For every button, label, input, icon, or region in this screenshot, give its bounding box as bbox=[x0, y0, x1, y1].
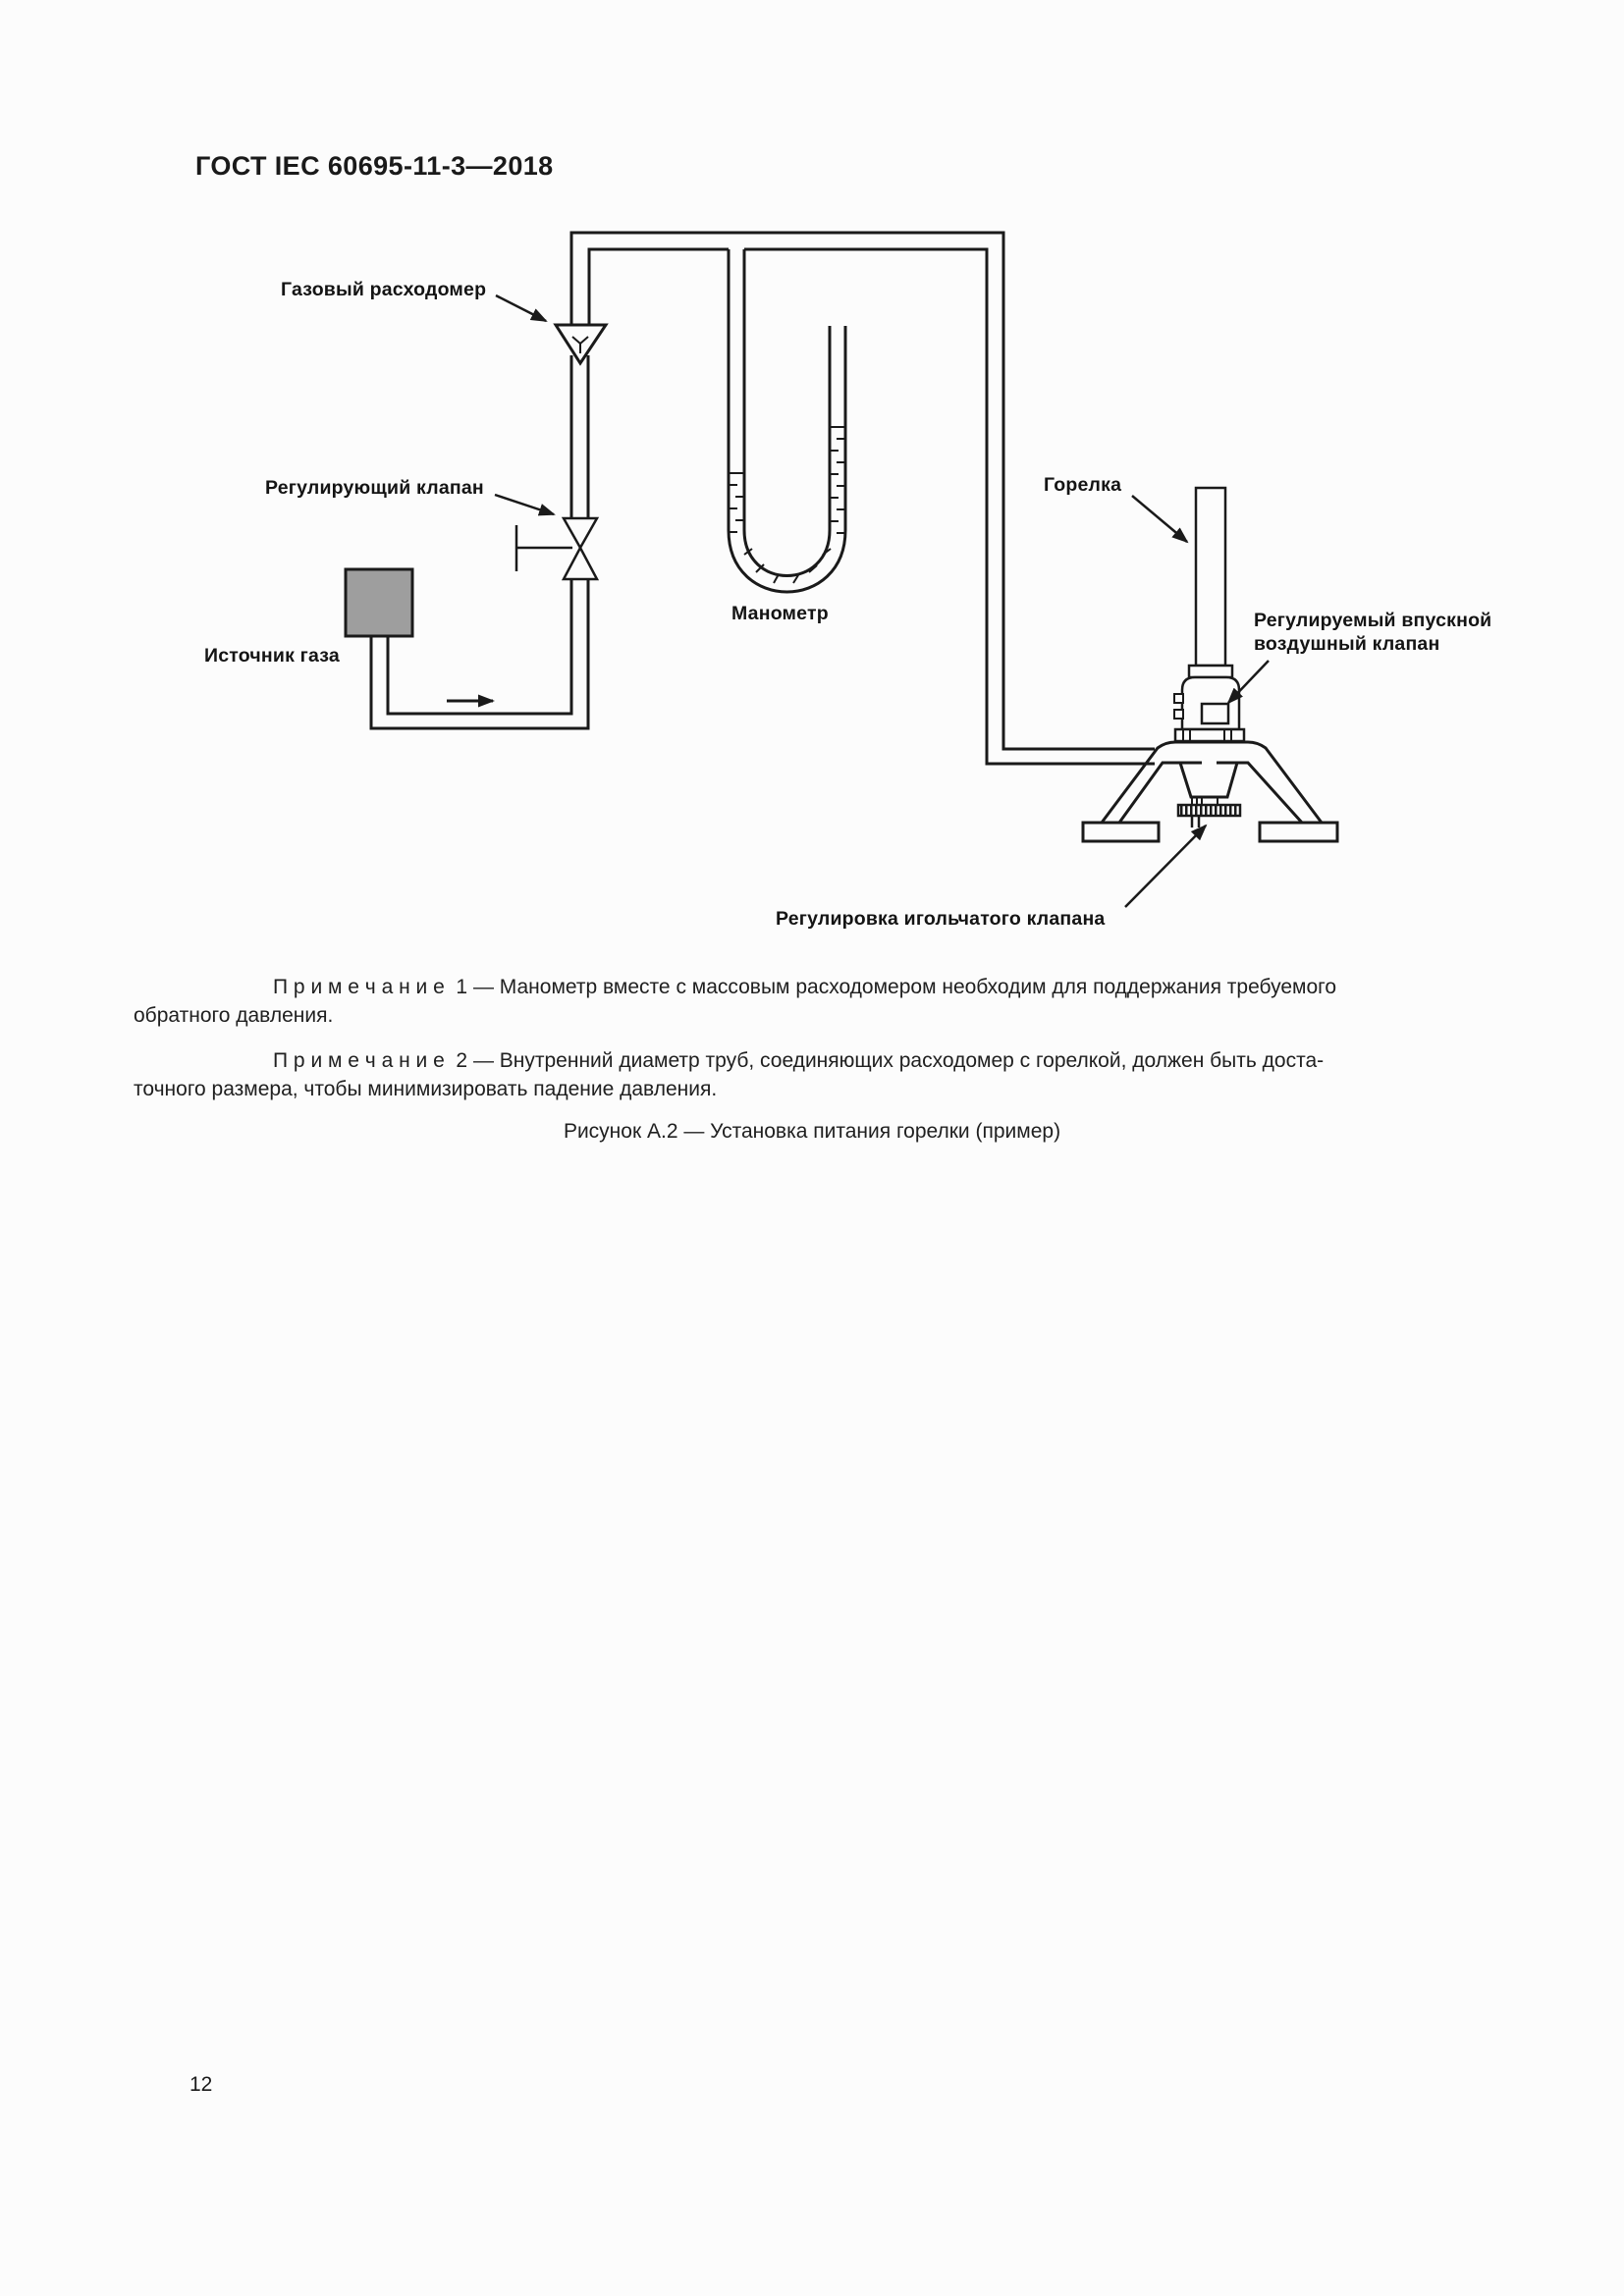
note-1-line-1: П р и м е ч а н и е 1 — Манометр вместе … bbox=[273, 976, 1337, 998]
label-control-valve: Регулирующий клапан bbox=[265, 477, 484, 499]
label-needle-valve: Регулировка игольчатого клапана bbox=[776, 908, 1106, 930]
needle-valve bbox=[1176, 762, 1242, 828]
note-2-line-2: точного размера, чтобы минимизировать па… bbox=[134, 1078, 718, 1100]
manometer-liquid-hatching bbox=[729, 426, 845, 584]
control-valve-leader-arrow bbox=[494, 493, 556, 516]
leader-arrows bbox=[494, 294, 1270, 908]
note-1-line-2: обратного давления. bbox=[134, 1004, 334, 1027]
label-air-valve-line2: воздушный клапан bbox=[1254, 633, 1440, 655]
label-manometer: Манометр bbox=[731, 603, 829, 624]
control-valve-symbol bbox=[514, 516, 600, 581]
note-2: П р и м е ч а н и е 2 — Внутренний диаме… bbox=[134, 1046, 1508, 1103]
figure-caption: Рисунок А.2 — Установка питания горелки … bbox=[563, 1120, 1061, 1143]
needle-valve-knob bbox=[1176, 803, 1242, 818]
document-header: ГОСТ IEC 60695-11-3—2018 bbox=[195, 151, 554, 181]
needle-valve-leader-arrow bbox=[1124, 824, 1208, 908]
note-1: П р и м е ч а н и е 1 — Манометр вместе … bbox=[134, 973, 1508, 1030]
burner-flange bbox=[1173, 727, 1246, 743]
tripod-base bbox=[1081, 740, 1339, 843]
burner-assembly bbox=[1081, 486, 1339, 843]
air-valve-leader-arrow bbox=[1226, 660, 1270, 705]
label-air-valve-line1: Регулируемый впускной bbox=[1254, 610, 1492, 631]
manometer-utube bbox=[727, 249, 847, 594]
burner-collar bbox=[1187, 664, 1234, 679]
flowmeter-leader-arrow bbox=[495, 294, 548, 323]
label-gas-source: Источник газа bbox=[204, 645, 340, 667]
supply-pipes bbox=[369, 231, 1155, 766]
burner-leader-arrow bbox=[1131, 495, 1189, 544]
air-valve-window bbox=[1200, 702, 1230, 725]
page-number: 12 bbox=[189, 2073, 213, 2096]
label-air-valve: Регулируемый впускной воздушный клапан bbox=[1254, 609, 1491, 656]
flowmeter-symbol bbox=[553, 323, 609, 366]
label-burner: Горелка bbox=[1044, 474, 1122, 496]
gas-source-box bbox=[344, 567, 414, 638]
note-2-line-1: П р и м е ч а н и е 2 — Внутренний диаме… bbox=[273, 1049, 1325, 1072]
burner-tube bbox=[1194, 486, 1227, 667]
label-gas-flowmeter: Газовый расходомер bbox=[281, 279, 487, 300]
